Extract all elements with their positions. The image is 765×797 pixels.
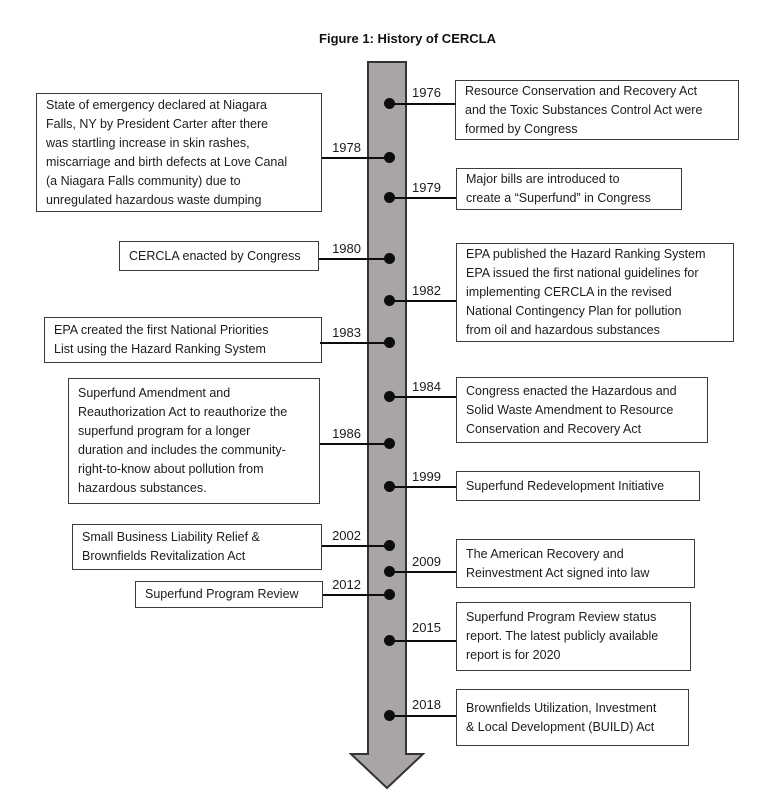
connector-1986 xyxy=(320,443,389,445)
connector-2009 xyxy=(389,571,456,573)
connector-2015 xyxy=(389,640,456,642)
timeline-dot-2018 xyxy=(384,710,395,721)
year-label-2018: 2018 xyxy=(412,697,441,712)
year-label-1978: 1978 xyxy=(332,140,361,155)
timeline-arrow xyxy=(349,61,425,790)
connector-2002 xyxy=(322,545,389,547)
connector-2018 xyxy=(389,715,456,717)
timeline-dot-1982 xyxy=(384,295,395,306)
event-text-2015: Superfund Program Review status report. … xyxy=(466,610,659,662)
connector-1982 xyxy=(389,300,456,302)
connector-1980 xyxy=(319,258,389,260)
event-text-1979: Major bills are introduced to create a “… xyxy=(466,172,651,205)
event-box-1984: Congress enacted the Hazardous and Solid… xyxy=(456,377,708,443)
event-box-1980: CERCLA enacted by Congress xyxy=(119,241,319,271)
event-box-2015: Superfund Program Review status report. … xyxy=(456,602,691,671)
year-label-2015: 2015 xyxy=(412,620,441,635)
event-box-1982: EPA published the Hazard Ranking System … xyxy=(456,243,734,342)
timeline-dot-1984 xyxy=(384,391,395,402)
event-box-1999: Superfund Redevelopment Initiative xyxy=(456,471,700,501)
year-label-1983: 1983 xyxy=(332,325,361,340)
event-box-2018: Brownfields Utilization, Investment & Lo… xyxy=(456,689,689,746)
timeline-dot-1978 xyxy=(384,152,395,163)
event-text-2018: Brownfields Utilization, Investment & Lo… xyxy=(466,700,657,734)
timeline-dot-2009 xyxy=(384,566,395,577)
event-text-1982: EPA published the Hazard Ranking System … xyxy=(466,247,706,337)
timeline-dot-2012 xyxy=(384,589,395,600)
year-label-1976: 1976 xyxy=(412,85,441,100)
timeline-dot-1976 xyxy=(384,98,395,109)
timeline-dot-2015 xyxy=(384,635,395,646)
figure-title: Figure 1: History of CERCLA xyxy=(319,31,496,46)
event-box-1979: Major bills are introduced to create a “… xyxy=(456,168,682,210)
event-text-1983: EPA created the first National Prioritie… xyxy=(54,323,269,356)
event-box-1976: Resource Conservation and Recovery Act a… xyxy=(455,80,739,140)
timeline-dot-1980 xyxy=(384,253,395,264)
connector-1976 xyxy=(389,103,456,105)
event-text-2009: The American Recovery and Reinvestment A… xyxy=(466,546,650,580)
timeline-dot-1986 xyxy=(384,438,395,449)
event-box-2002: Small Business Liability Relief & Brownf… xyxy=(72,524,322,570)
timeline-dot-2002 xyxy=(384,540,395,551)
connector-1999 xyxy=(389,486,456,488)
event-text-2002: Small Business Liability Relief & Brownf… xyxy=(82,530,260,563)
year-label-2012: 2012 xyxy=(332,577,361,592)
event-text-1976: Resource Conservation and Recovery Act a… xyxy=(465,83,703,136)
event-text-1980: CERCLA enacted by Congress xyxy=(129,248,301,263)
year-label-2009: 2009 xyxy=(412,554,441,569)
event-text-1986: Superfund Amendment and Reauthorization … xyxy=(78,386,288,495)
connector-1983 xyxy=(320,342,389,344)
timeline-dot-1983 xyxy=(384,337,395,348)
timeline-dot-1979 xyxy=(384,192,395,203)
event-text-2012: Superfund Program Review xyxy=(145,587,299,601)
event-box-2012: Superfund Program Review xyxy=(135,581,323,608)
year-label-1980: 1980 xyxy=(332,241,361,256)
connector-1979 xyxy=(389,197,456,199)
timeline-dot-1999 xyxy=(384,481,395,492)
event-text-1999: Superfund Redevelopment Initiative xyxy=(466,478,665,493)
year-label-1986: 1986 xyxy=(332,426,361,441)
event-box-1986: Superfund Amendment and Reauthorization … xyxy=(68,378,320,504)
year-label-1979: 1979 xyxy=(412,180,441,195)
year-label-1999: 1999 xyxy=(412,469,441,484)
event-text-1984: Congress enacted the Hazardous and Solid… xyxy=(466,383,677,436)
event-text-1978: State of emergency declared at Niagara F… xyxy=(46,97,288,207)
event-box-2009: The American Recovery and Reinvestment A… xyxy=(456,539,695,588)
year-label-1984: 1984 xyxy=(412,379,441,394)
event-box-1983: EPA created the first National Prioritie… xyxy=(44,317,322,363)
timeline-arrow-shape xyxy=(349,61,425,790)
connector-1984 xyxy=(389,396,456,398)
connector-1978 xyxy=(322,157,389,159)
year-label-1982: 1982 xyxy=(412,283,441,298)
year-label-2002: 2002 xyxy=(332,528,361,543)
event-box-1978: State of emergency declared at Niagara F… xyxy=(36,93,322,212)
connector-2012 xyxy=(323,594,389,596)
